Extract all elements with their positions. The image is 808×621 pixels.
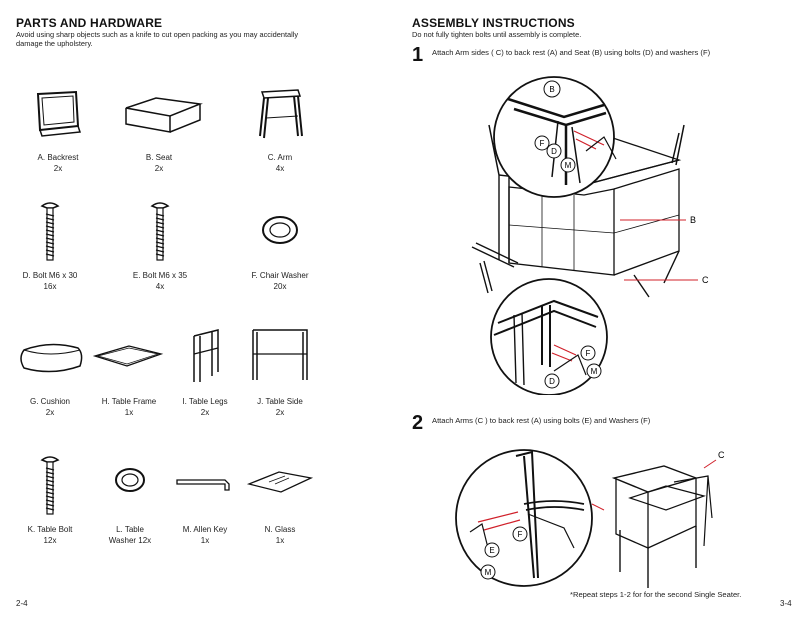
step-1-number: 1 (412, 44, 424, 66)
callout-d-bottom: D (549, 377, 555, 386)
table-frame-icon (92, 345, 164, 367)
part-qty: 4x (275, 164, 285, 173)
parts-subtitle-line2: damage the upholstery. (16, 39, 93, 48)
part-name: H. Table Frame (101, 397, 157, 406)
assembly-title: ASSEMBLY INSTRUCTIONS (412, 16, 575, 30)
label-c: C (702, 275, 709, 285)
part-e-bolt-m6x35: E. Bolt M6 x 35 4x (100, 200, 220, 292)
part-qty: 2x (53, 164, 63, 173)
part-i-table-legs: I. Table Legs 2x (145, 326, 265, 418)
part-j-table-side: J. Table Side 2x (220, 326, 340, 418)
table-legs-icon (193, 329, 219, 382)
part-name: B. Seat (145, 153, 173, 162)
callout-m-top: M (565, 161, 572, 170)
parts-page: PARTS AND HARDWARE Avoid using sharp obj… (0, 16, 340, 608)
callout-m-step2: M (485, 568, 492, 577)
callout-d-top: D (551, 147, 557, 156)
part-name: N. Glass (264, 525, 296, 534)
callout-f-bottom: F (586, 349, 591, 358)
part-a-backrest: A. Backrest 2x (0, 86, 118, 174)
page-number-left: 2-4 (16, 599, 28, 608)
part-name: D. Bolt M6 x 30 (22, 271, 78, 280)
washer-icon (262, 216, 298, 244)
part-name: K. Table Bolt (27, 525, 73, 534)
part-qty: 20x (273, 282, 287, 291)
repeat-note: *Repeat steps 1-2 for for the second Sin… (570, 590, 742, 599)
part-l-table-washer: L. Table Washer 12x (70, 454, 190, 546)
part-name: C. Arm (267, 153, 293, 162)
table-side-icon (252, 329, 308, 380)
part-qty: 1x (275, 536, 285, 545)
step-1-text: Attach Arm sides ( C) to back rest (A) a… (432, 48, 711, 57)
label-b: B (690, 215, 696, 225)
part-c-arm: C. Arm 4x (220, 86, 340, 174)
assembly-subtitle: Do not fully tighten bolts until assembl… (412, 30, 582, 39)
step-1-diagram: B F D M B C F M D (471, 76, 709, 395)
parts-subtitle-line1: Avoid using sharp objects such as a knif… (16, 30, 299, 39)
part-g-cushion: G. Cushion 2x (0, 326, 110, 418)
callout-f-top: F (540, 139, 545, 148)
part-qty: 2x (275, 408, 285, 417)
part-qty: 1x (124, 408, 134, 417)
allen-key-icon (176, 479, 230, 491)
bolt-icon (40, 456, 60, 515)
part-qty: 2x (45, 408, 55, 417)
parts-title: PARTS AND HARDWARE (16, 16, 163, 30)
part-name: M. Allen Key (182, 525, 228, 534)
part-name: I. Table Legs (182, 397, 228, 406)
part-d-bolt-m6x30: D. Bolt M6 x 30 16x (0, 200, 110, 292)
page-number-right: 3-4 (780, 599, 792, 608)
part-qty: 12x (43, 536, 57, 545)
part-f-chair-washer: F. Chair Washer 20x (220, 200, 340, 292)
part-qty: 1x (200, 536, 210, 545)
part-m-allen-key: M. Allen Key 1x (145, 454, 265, 546)
step-2-diagram: F E M C (455, 449, 725, 588)
part-qty: 2x (154, 164, 164, 173)
part-qty: 16x (43, 282, 57, 291)
seat-icon (125, 97, 203, 133)
callout-b-top: B (549, 85, 554, 94)
part-name: L. Table (116, 525, 144, 534)
cushion-icon (20, 343, 83, 373)
bolt-icon (40, 202, 60, 261)
bolt-icon (150, 202, 170, 261)
part-b-seat: B. Seat 2x (99, 86, 219, 174)
callout-f-step2: F (518, 530, 523, 539)
glass-icon (246, 471, 314, 493)
callout-m-bottom: M (591, 367, 598, 376)
part-name: E. Bolt M6 x 35 (132, 271, 188, 280)
step-2-number: 2 (412, 412, 424, 434)
part-name: J. Table Side (257, 397, 303, 406)
part-name: G. Cushion (29, 397, 71, 406)
part-qty: 4x (155, 282, 165, 291)
part-k-table-bolt: K. Table Bolt 12x (0, 454, 110, 546)
part-name: A. Backrest (37, 153, 79, 162)
part-name: F. Chair Washer (251, 271, 309, 280)
part-n-glass: N. Glass 1x (220, 454, 340, 546)
part-h-table-frame: H. Table Frame 1x (69, 326, 189, 418)
assembly-page: ASSEMBLY INSTRUCTIONS Do not fully tight… (404, 0, 808, 621)
part-qty: 2x (200, 408, 210, 417)
part-qty: Washer 12x (108, 536, 152, 545)
washer-icon (115, 468, 145, 492)
label-c-step2: C (718, 450, 725, 460)
callout-e-step2: E (489, 546, 494, 555)
step-2-text: Attach Arms (C ) to back rest (A) using … (432, 416, 651, 425)
arm-icon (259, 89, 303, 139)
backrest-icon (36, 90, 82, 137)
